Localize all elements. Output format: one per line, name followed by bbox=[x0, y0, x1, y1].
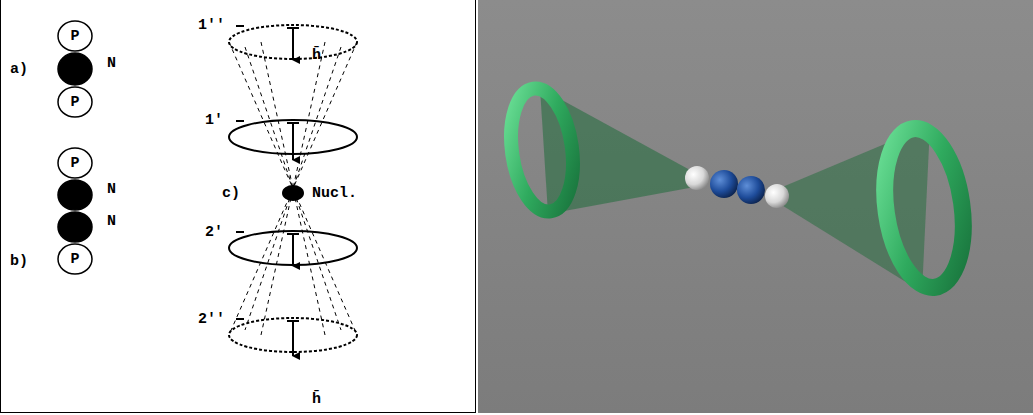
proton-label: P bbox=[70, 29, 79, 44]
proton-label: P bbox=[70, 252, 79, 267]
diagram-label: b) bbox=[10, 254, 28, 269]
diagram-label: Nucl. bbox=[312, 186, 357, 201]
diagram-label: h̄ bbox=[312, 392, 321, 407]
proton-circle: P bbox=[57, 147, 93, 179]
diagram-label: h̄ bbox=[312, 48, 321, 63]
diagram-label: 2' bbox=[205, 225, 223, 240]
proton-circle: P bbox=[57, 20, 93, 52]
diagram-label: a) bbox=[10, 62, 28, 77]
diagram-label: 2'' bbox=[198, 312, 225, 327]
cone-diagram bbox=[229, 25, 357, 356]
right-panel bbox=[478, 0, 1033, 413]
neutron-label: N bbox=[107, 182, 116, 197]
proton-label: P bbox=[70, 95, 79, 110]
neutron-label: N bbox=[107, 214, 116, 229]
circle-outline bbox=[57, 52, 93, 86]
neutron-circle: N bbox=[57, 179, 93, 211]
circle-outline bbox=[57, 179, 93, 211]
proton-circle: P bbox=[57, 243, 93, 275]
diagram-label: 1'' bbox=[198, 18, 225, 33]
neutron-label: N bbox=[107, 56, 116, 71]
diagram-label: 1' bbox=[205, 113, 223, 128]
neutron-circle: N bbox=[57, 52, 93, 86]
diagram-label: c) bbox=[222, 186, 240, 201]
circle-outline bbox=[57, 211, 93, 243]
render-3d bbox=[478, 0, 1033, 413]
proton-circle: P bbox=[57, 86, 93, 118]
neutron-circle: N bbox=[57, 211, 93, 243]
proton-label: P bbox=[70, 156, 79, 171]
